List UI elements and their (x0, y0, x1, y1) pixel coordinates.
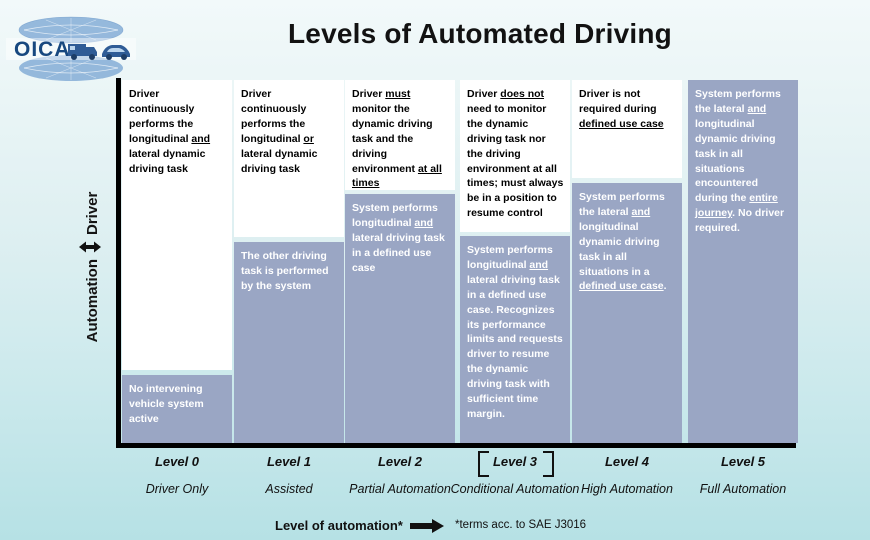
body-text: No intervening vehicle system active (129, 383, 204, 425)
svg-text:OICA: OICA (14, 38, 71, 61)
driver-role-box-2: Driver must monitor the dynamic driving … (345, 80, 455, 190)
system-role-box-1: The other driving task is performed by t… (234, 242, 344, 443)
body-text: Driver (467, 88, 501, 100)
body-text: Driver (352, 88, 386, 100)
body-text: lateral driving task in a defined use ca… (352, 231, 445, 274)
emphasis-text: entire journey (695, 192, 778, 220)
body-text: The other driving task is performed by t… (241, 250, 329, 292)
right-arrow-icon (410, 519, 444, 538)
level-label-1: Level 1 (266, 454, 312, 469)
emphasis-text: must (385, 88, 411, 100)
truck-icon (68, 44, 97, 60)
level-label-2: Level 2 (377, 454, 423, 469)
emphasis-text: defined use case (579, 117, 664, 130)
emphasis-text: and (414, 216, 434, 229)
body-text: System performs longitudinal (467, 244, 553, 271)
emphasis-text: does not (500, 88, 545, 100)
body-text: lateral dynamic driving task (241, 147, 318, 175)
axis-label-driver: Driver (83, 191, 101, 236)
body-text: System performs the lateral (695, 88, 781, 115)
slide-title: Levels of Automated Driving (288, 18, 672, 49)
oica-logo: OICA (6, 12, 136, 84)
level-name-3: Conditional Automation (450, 482, 580, 496)
level-of-automation-caption: Level of automation* (275, 518, 403, 533)
sae-footnote: *terms acc. to SAE J3016 (455, 519, 587, 531)
system-role-box-3: System performs longitudinal and lateral… (460, 236, 570, 443)
level-name-5: Full Automation (699, 482, 787, 496)
system-role-box-2: System performs longitudinal and lateral… (345, 194, 455, 443)
body-text: . No driver required. (695, 207, 785, 235)
level-name-4: High Automation (581, 482, 673, 496)
level-name-0: Driver Only (145, 482, 209, 496)
body-text: System performs longitudinal (352, 202, 438, 229)
body-text: longitudinal dynamic driving task in all… (579, 220, 660, 278)
system-role-box-5: System performs the lateral and longitud… (688, 80, 798, 443)
system-role-box-4: System performs the lateral and longitud… (572, 183, 682, 443)
system-role-box-0: No intervening vehicle system active (122, 375, 232, 443)
driver-role-box-1: Driver continuously performs the longitu… (234, 80, 344, 237)
vertical-axis (116, 78, 121, 448)
driver-role-box-3: Driver does not need to monitor the dyna… (460, 80, 570, 232)
level-label-0: Level 0 (154, 454, 200, 469)
body-text: Driver continuously performs the longitu… (129, 88, 195, 145)
axis-label-automation: Automation (83, 259, 101, 343)
body-text: monitor the dynamic driving task and the… (352, 102, 433, 175)
bracket-left (478, 451, 489, 477)
body-text: longitudinal dynamic driving task in all… (695, 117, 776, 205)
body-text: System performs the lateral (579, 191, 665, 218)
body-text: . (663, 280, 667, 293)
driver-role-box-0: Driver continuously performs the longitu… (122, 80, 232, 370)
body-text: lateral driving task in a defined use ca… (467, 273, 563, 420)
body-text: Driver continuously performs the longitu… (241, 88, 307, 145)
level-name-2: Partial Automation (349, 482, 451, 496)
vertical-axis-label: Automation Driver (78, 152, 106, 382)
car-icon (102, 45, 130, 60)
body-text: need to monitor the dynamic driving task… (467, 102, 564, 220)
bracket-right (543, 451, 554, 477)
body-text: lateral dynamic driving task (129, 147, 206, 175)
level-label-4: Level 4 (604, 454, 650, 469)
up-down-arrow-icon (78, 240, 106, 254)
emphasis-text: and (529, 258, 549, 271)
emphasis-text: or (303, 132, 314, 145)
emphasis-text: defined use case (579, 280, 664, 293)
oica-logo-graphic: OICA (6, 16, 136, 81)
level-label-3: Level 3 (492, 454, 538, 469)
emphasis-text: and (747, 102, 767, 115)
level-label-5: Level 5 (720, 454, 766, 469)
level-name-1: Assisted (265, 482, 313, 496)
emphasis-text: and (191, 132, 211, 145)
emphasis-text: at all times (352, 162, 442, 190)
emphasis-text: and (631, 205, 651, 218)
body-text: Driver is not required during (579, 88, 657, 115)
horizontal-axis (116, 443, 796, 448)
driver-role-box-4: Driver is not required during defined us… (572, 80, 682, 178)
